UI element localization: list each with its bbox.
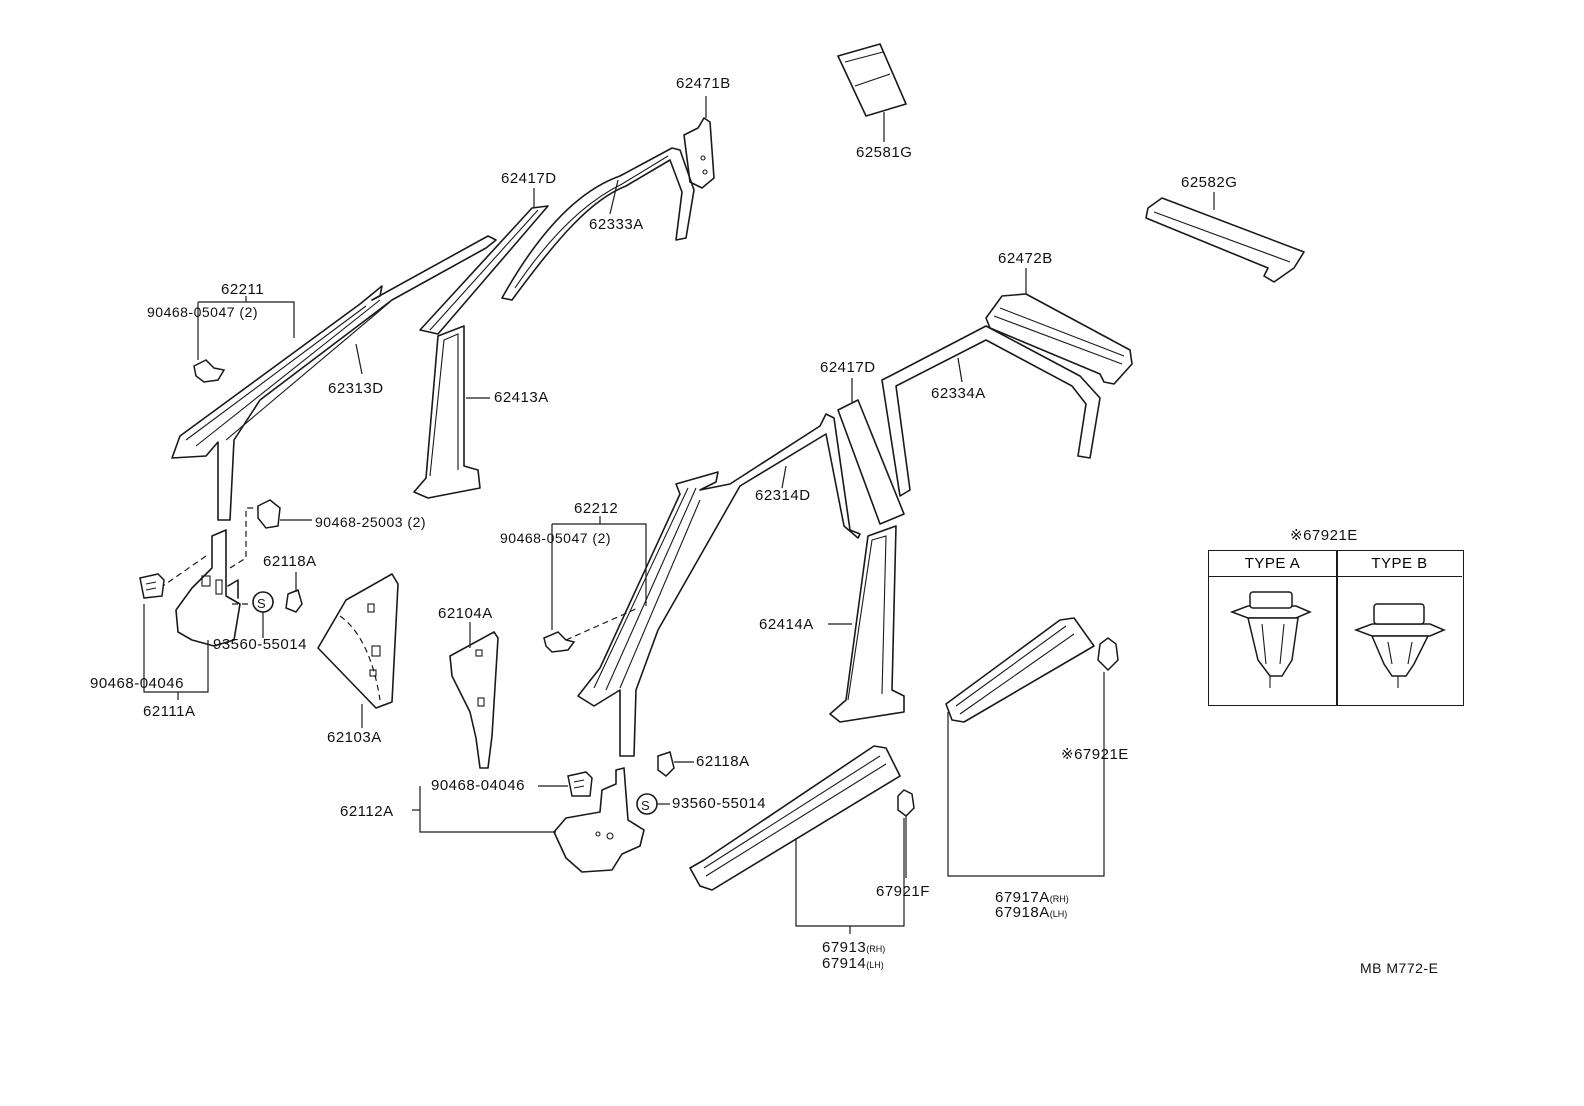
label-62118A-left: 62118A [263,553,317,570]
part-62413A-drawing [413,325,490,499]
label-62472B: 62472B [998,250,1053,267]
legend-divider [1336,551,1338,705]
label-62103A: 62103A [327,729,382,746]
clip-67921F-drawing [897,789,915,878]
label-67914-number: 67914 [822,955,867,972]
part-62581G-drawing [837,43,907,142]
reference-code: MB M772-E [1360,960,1439,976]
part-62417D-lower-drawing [837,378,905,525]
group-62212-bracket [551,516,647,630]
clip-90468-25003-drawing [257,499,312,529]
part-62313D-drawing [171,235,497,521]
label-67914: 67914(LH) [822,956,884,973]
label-67913-number: 67913 [822,939,867,956]
label-62314D: 62314D [755,487,811,504]
part-62417D-upper-drawing [419,188,549,335]
label-90468-04046-lower: 90468-04046 [431,777,525,794]
screw-93560-55014-lower-drawing: S [636,793,670,815]
label-62211: 62211 [221,281,265,298]
screw-93560-55014-left-drawing: S [252,591,274,638]
label-90468-05047-lower: 90468-05047 (2) [500,530,612,546]
label-62111A: 62111A [143,703,196,720]
label-62333A: 62333A [589,216,644,233]
part-62314D-drawing [577,413,861,757]
label-67921F: 67921F [876,883,930,900]
label-62413A: 62413A [494,389,549,406]
clip-62118A-lower-drawing [657,751,694,777]
label-62581G: 62581G [856,144,913,161]
clip-67921E-side-drawing [1097,637,1119,672]
legend-type-b-header: TYPE B [1337,551,1462,577]
part-62472B-drawing [985,268,1133,385]
label-62417D-lower: 62417D [820,359,876,376]
label-62334A: 62334A [931,385,986,402]
legend-type-a-header: TYPE A [1209,551,1337,577]
clip-90468-04046-lower-drawing [567,771,593,797]
clip-90468-05047-upper-drawing [193,359,226,383]
label-62112A: 62112A [340,803,394,820]
label-67913-side: (RH) [866,944,886,954]
clip-90468-04046-left-drawing [139,573,165,599]
label-62471B: 62471B [676,75,731,92]
label-90468-05047-upper: 90468-05047 (2) [147,304,259,320]
part-62334A-drawing [881,325,1101,497]
clip-type-legend: TYPE A TYPE B [1208,550,1464,706]
label-62417D-upper: 62417D [501,170,557,187]
label-62118A-lower: 62118A [696,753,750,770]
group-62211-bracket [197,296,295,360]
label-62104A: 62104A [438,605,493,622]
label-62313D: 62313D [328,380,384,397]
label-67917A: 67917A(RH) [995,890,1069,907]
label-62212: 62212 [574,500,619,517]
part-62111A-drawing [143,507,262,700]
label-67918A: 67918A(LH) [995,905,1067,922]
part-62333A-drawing [501,147,695,301]
label-67914-side: (LH) [866,960,884,970]
label-67917A-side: (RH) [1049,894,1069,904]
legend-type-a-clip-icon [1229,591,1312,688]
label-62582G: 62582G [1181,174,1238,191]
svg-text:S: S [641,798,650,813]
clip-90468-05047-lower-drawing [543,607,639,653]
part-67913-drawing [689,745,905,934]
legend-title: ※67921E [1290,527,1358,544]
label-93560-55014-left: 93560-55014 [213,636,307,653]
label-67918A-number: 67918A [995,904,1050,921]
clip-62118A-left-drawing [285,572,303,613]
label-67918A-side: (LH) [1049,909,1068,919]
part-62582G-drawing [1145,192,1305,283]
legend-type-b-clip-icon [1353,603,1446,688]
label-67913: 67913(RH) [822,940,885,957]
label-93560-55014-lower: 93560-55014 [672,795,766,812]
label-67921E-side: ※67921E [1061,746,1129,763]
label-62414A: 62414A [759,616,814,633]
part-67917A-drawing [945,617,1105,877]
part-62103A-drawing [317,573,399,728]
label-90468-04046-left: 90468-04046 [90,675,184,692]
label-67917A-number: 67917A [995,889,1050,906]
part-62414A-drawing [828,525,905,723]
svg-text:S: S [257,596,266,611]
part-62104A-drawing [449,622,499,769]
part-62112A-drawing [412,767,645,873]
label-90468-25003: 90468-25003 (2) [315,514,427,530]
